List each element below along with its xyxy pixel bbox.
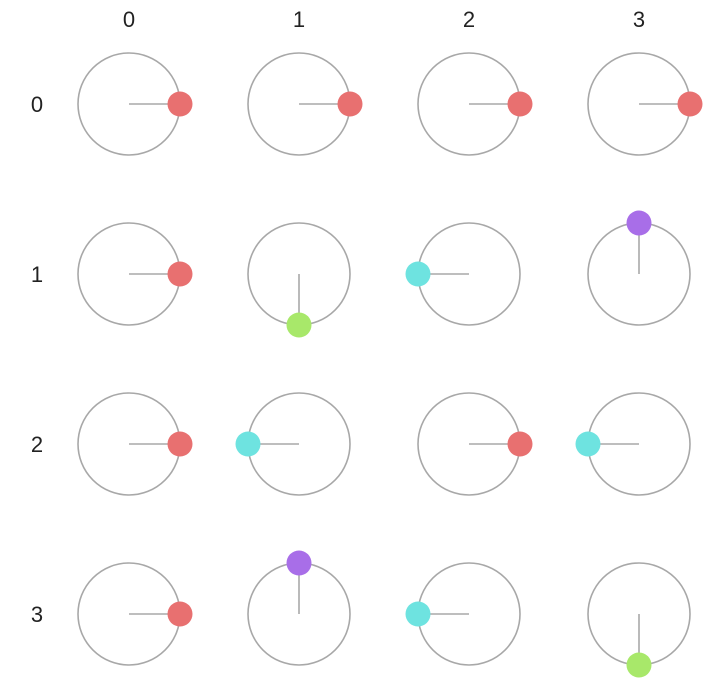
phase-dot-green [626, 652, 652, 678]
phase-cell-r0-c0 [77, 52, 193, 156]
row-label-0: 0 [31, 92, 43, 117]
phase-cell-r0-c3 [587, 52, 703, 156]
column-label-1: 1 [293, 7, 305, 32]
phase-cell-r1-c3 [587, 210, 691, 326]
phase-dot-red [337, 91, 363, 117]
phase-dot-cyan [405, 261, 431, 287]
phase-dot-red [167, 261, 193, 287]
phase-dot-purple [286, 550, 312, 576]
phase-dot-red [167, 601, 193, 627]
phase-cell-r0-c1 [247, 52, 363, 156]
phase-cell-r1-c0 [77, 222, 193, 326]
phase-cell-r3-c1 [247, 550, 351, 666]
phase-cell-r2-c1 [235, 392, 351, 496]
phase-dot-cyan [235, 431, 261, 457]
row-labels: 0 1 2 3 [31, 92, 43, 627]
phase-dot-red [167, 431, 193, 457]
column-label-0: 0 [123, 7, 135, 32]
row-label-3: 3 [31, 602, 43, 627]
phase-dot-cyan [575, 431, 601, 457]
column-label-2: 2 [463, 7, 475, 32]
phase-dot-red [507, 91, 533, 117]
column-labels: 0 1 2 3 [123, 7, 645, 32]
phase-cell-r1-c1 [247, 222, 351, 338]
phase-cell-r3-c0 [77, 562, 193, 666]
phase-cell-r0-c2 [417, 52, 533, 156]
phase-cell-r3-c3 [587, 562, 691, 678]
phase-cell-r2-c2 [417, 392, 533, 496]
phase-cell-r3-c2 [405, 562, 521, 666]
phase-dot-cyan [405, 601, 431, 627]
phase-cell-r1-c2 [405, 222, 521, 326]
phase-cell-r2-c0 [77, 392, 193, 496]
phase-dot-red [677, 91, 703, 117]
phase-cells [77, 52, 703, 678]
phase-dot-purple [626, 210, 652, 236]
phase-dot-red [507, 431, 533, 457]
row-label-2: 2 [31, 432, 43, 457]
phase-cell-r2-c3 [575, 392, 691, 496]
phase-dot-red [167, 91, 193, 117]
phase-dot-green [286, 312, 312, 338]
column-label-3: 3 [633, 7, 645, 32]
row-label-1: 1 [31, 262, 43, 287]
